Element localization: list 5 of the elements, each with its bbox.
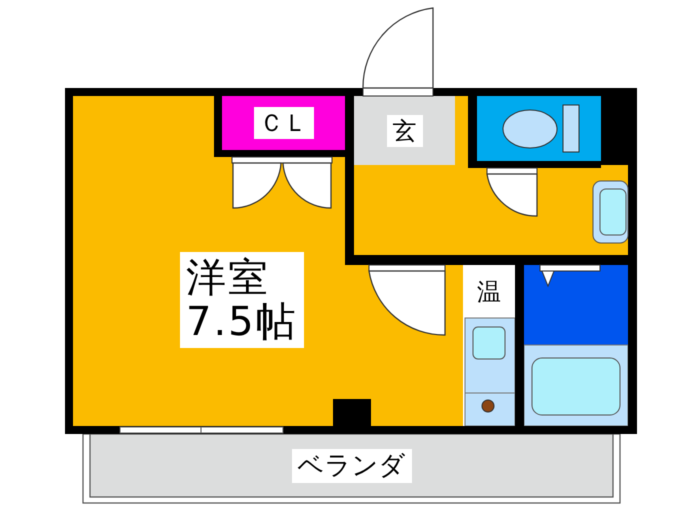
room-label: ＣＬ (254, 107, 314, 139)
room-name: 洋室 (186, 256, 271, 300)
room-label: ベランダ (292, 448, 412, 482)
room-label: 玄 (386, 114, 422, 146)
room-size: 7.5帖 (186, 300, 298, 344)
